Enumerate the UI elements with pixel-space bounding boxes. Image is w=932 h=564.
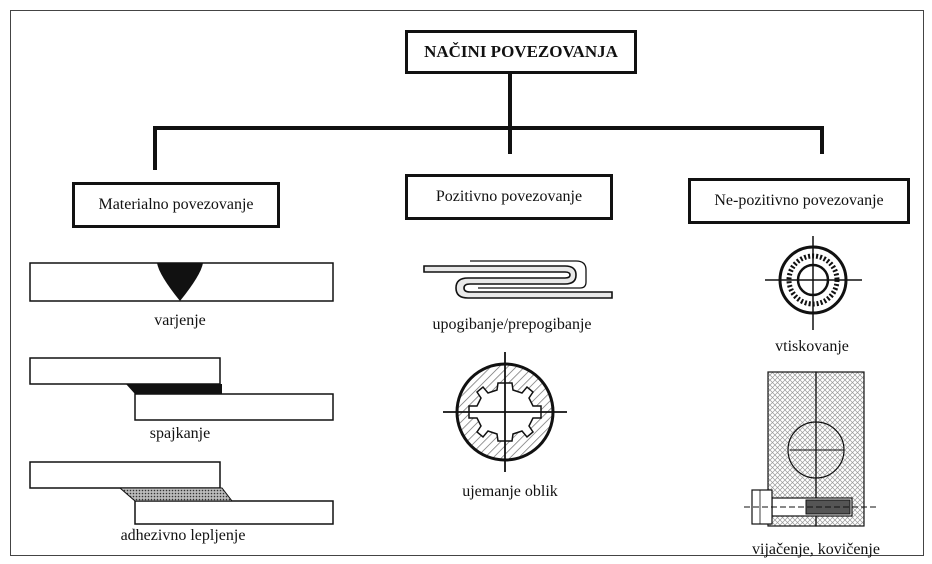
label-press-fit: vtiskovanje — [775, 338, 849, 355]
category-non-positive-joining: Ne-pozitivno povezovanje — [688, 178, 910, 224]
folding-figure — [423, 260, 613, 299]
category-positive-joining: Pozitivno povezovanje — [405, 174, 613, 220]
adhesive-bonding-figure — [29, 461, 334, 525]
diagram-title: NAČINI POVEZOVANJA — [405, 30, 637, 74]
label-form-fit: ujemanje oblik — [462, 483, 558, 500]
label-adhesive-bonding: adhezivno lepljenje — [120, 527, 246, 544]
label-folding: upogibanje/prepogibanje — [432, 316, 592, 333]
tree-connectors — [153, 74, 824, 170]
welding-figure — [29, 262, 334, 302]
diagram-frame — [10, 10, 924, 556]
press-fit-figure — [765, 236, 862, 330]
label-soldering: spajkanje — [149, 425, 211, 442]
category-material-joining: Materialno povezovanje — [72, 182, 280, 228]
form-fit-figure — [443, 352, 567, 472]
bolted-joint-figure — [744, 371, 878, 527]
label-welding: varjenje — [154, 312, 206, 329]
soldering-figure — [29, 357, 334, 421]
label-screwing-riveting: vijačenje, kovičenje — [752, 541, 880, 558]
